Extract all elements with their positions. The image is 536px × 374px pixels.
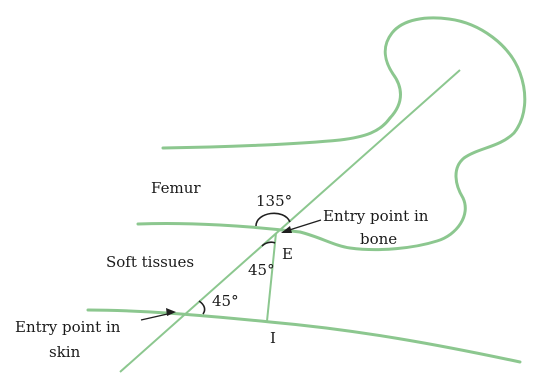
label-entry-bone-line1: Entry point in [323,207,429,225]
angle-arc-45-lower [198,300,206,315]
label-entry-bone-line2: bone [360,230,397,248]
label-angle-45-lower: 45° [212,292,239,310]
arrowhead-skin-entry [166,308,176,316]
label-entry-skin-line1: Entry point in [15,318,121,336]
bone-surface-line [136,221,302,234]
perpendicular-line-e-i [266,232,277,322]
label-soft-tissues: Soft tissues [106,253,194,271]
label-point-i: I [270,329,276,347]
femur-head-contour [298,16,527,252]
angle-arc-45-upper [261,241,276,247]
label-angle-135: 135° [256,192,292,210]
femur-upper-contour [161,116,392,150]
label-femur: Femur [151,179,201,197]
label-point-e: E [282,245,293,263]
label-entry-skin-line2: skin [49,343,81,361]
arrowhead-bone-entry [281,226,292,233]
angle-arc-135 [255,212,291,227]
label-angle-45-upper: 45° [248,261,275,279]
skin-surface-line [86,308,522,364]
